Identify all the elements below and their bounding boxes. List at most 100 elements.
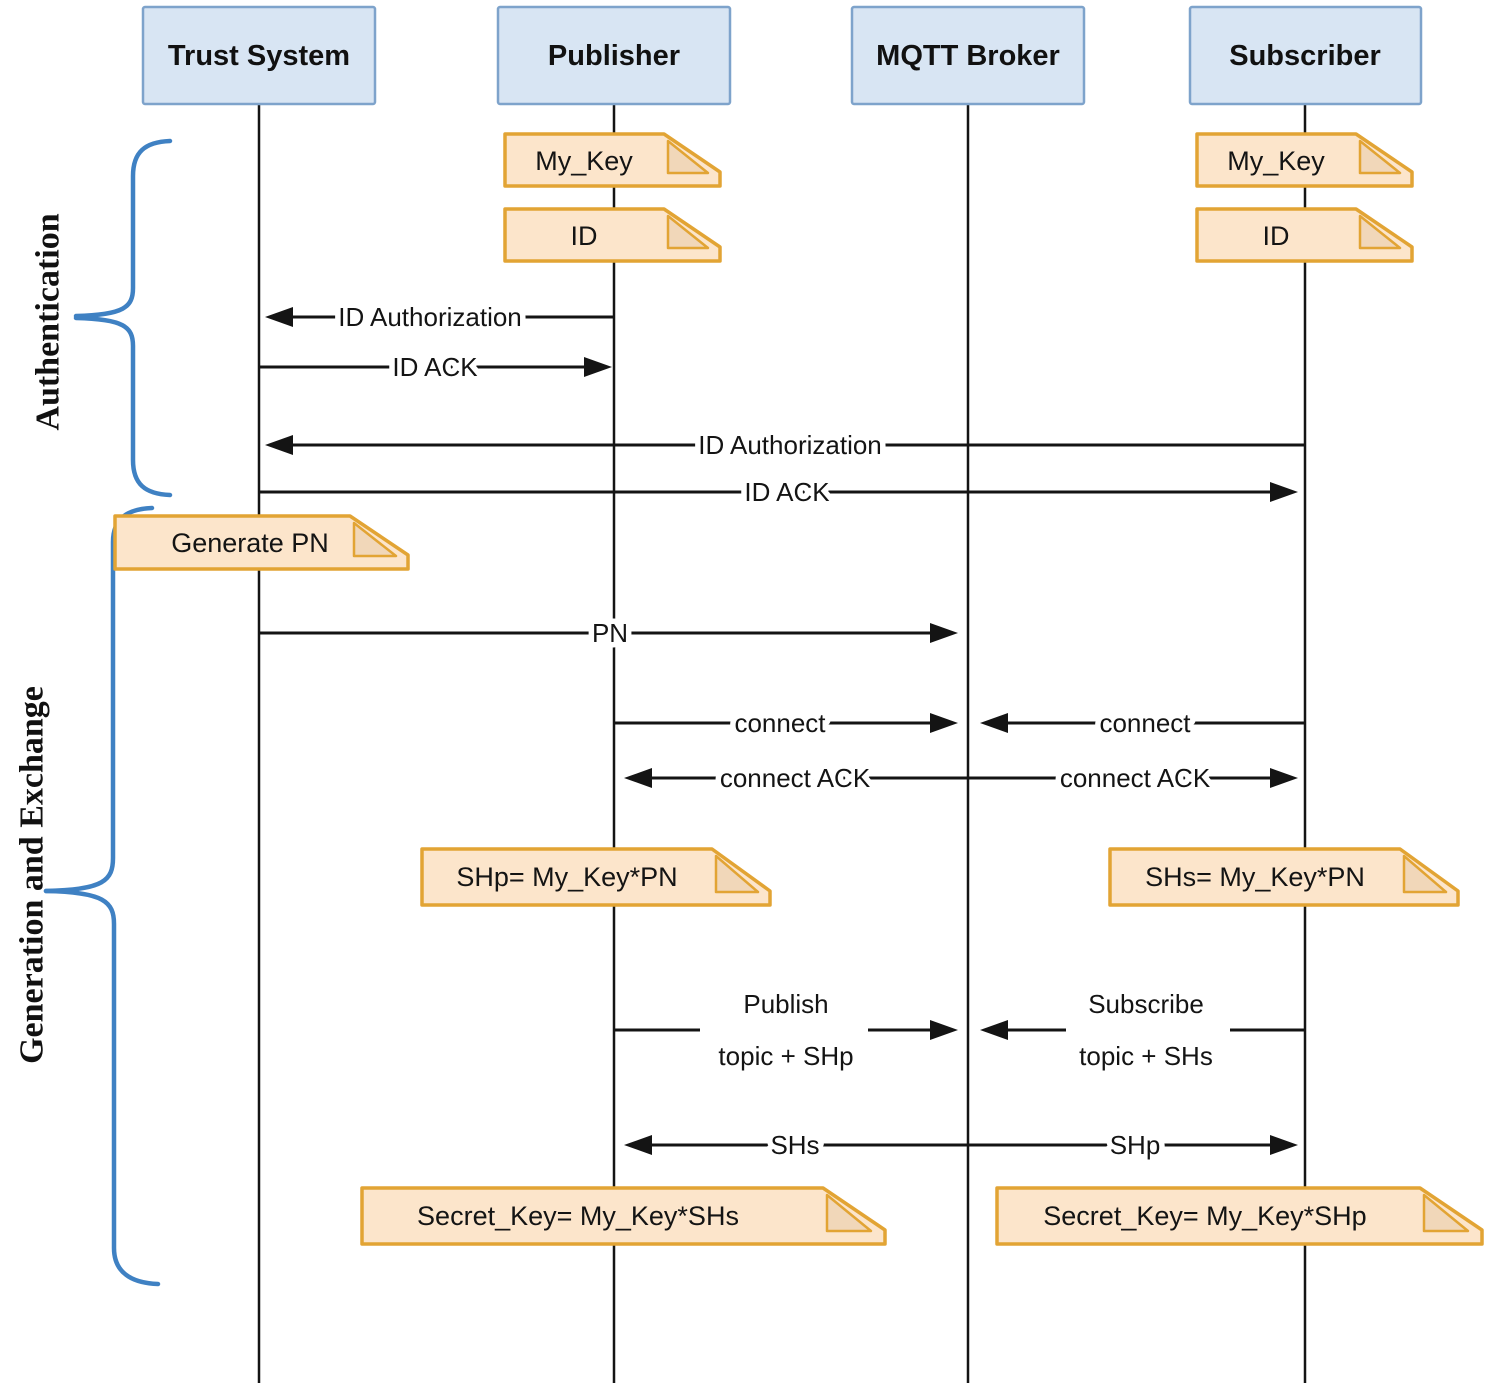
message-label: ID Authorization [698,430,882,460]
note-shp-publisher: SHp= My_Key*PN [420,847,772,907]
message-connect-ack-subscriber: connect ACK [968,758,1298,799]
message-shs: SHs [624,1125,968,1166]
note-fold-corner [352,521,398,558]
note-label: Secret_Key= My_Key*SHs [417,1201,739,1231]
note-secret-key-publisher: Secret_Key= My_Key*SHs [360,1186,887,1246]
note-body [995,1186,1484,1246]
note-label: My_Key [535,146,633,176]
actor-publisher: Publisher [496,5,732,106]
actor-label: Subscriber [1229,40,1381,72]
note-label: Generate PN [171,528,329,558]
note-id-subscriber: ID [1195,207,1414,263]
sections: Authentication Generation and Exchange [14,138,173,1287]
actor-box [850,5,1086,106]
message-label: connect ACK [1060,763,1211,793]
note-body [1195,132,1414,188]
actors: Trust System Publisher MQTT Broker Subsc… [141,5,1423,106]
message-shp: SHp [968,1125,1298,1166]
generation-brace-bottom [43,888,161,1287]
note-label: Secret_Key= My_Key*SHp [1043,1201,1366,1231]
note-secret-key-subscriber: Secret_Key= My_Key*SHp [995,1186,1484,1246]
authentication-brace-bottom [73,315,173,498]
actor-box [1188,5,1423,106]
note-body [360,1186,887,1246]
actor-mqtt-broker: MQTT Broker [850,5,1086,106]
section-label-authentication: Authentication [30,213,67,430]
message-label: connect ACK [720,763,871,793]
message-connect-publisher: connect [614,703,958,744]
arrowhead-right [930,713,958,733]
message-label-line2: topic + SHp [718,1041,853,1071]
note-fold-corner [666,214,710,250]
note-label: ID [1263,221,1290,251]
message-connect-ack-publisher: connect ACK [624,758,968,799]
message-label: ID ACK [392,352,478,382]
note-my-key-publisher: My_Key [503,132,722,188]
actor-label: Trust System [168,40,350,72]
note-label: My_Key [1227,146,1325,176]
message-subscribe: Subscribe topic + SHs [980,984,1305,1077]
message-pn: PN [259,613,958,654]
actor-trust-system: Trust System [141,5,377,106]
messages: ID Authorization ID ACK ID Authorization… [259,297,1305,1166]
note-shs-subscriber: SHs= My_Key*PN [1108,847,1460,907]
note-fold-corner [1358,139,1402,175]
actor-label: Publisher [548,40,680,72]
authentication-brace-top [73,138,173,319]
arrowhead-right [930,1020,958,1040]
note-body [1108,847,1460,907]
message-connect-subscriber: connect [980,703,1305,744]
arrowhead-right [1270,1135,1298,1155]
arrowhead-left [265,307,293,327]
note-label: SHp= My_Key*PN [456,862,677,892]
section-label-generation-and-exchange: Generation and Exchange [14,686,51,1064]
note-fold-corner [714,854,760,894]
note-fold-corner [1402,854,1448,894]
arrowhead-left [624,1135,652,1155]
note-body [503,207,722,263]
note-generate-pn: Generate PN [113,514,410,571]
message-label: connect [1099,708,1191,738]
note-fold-corner [825,1193,873,1233]
note-my-key-subscriber: My_Key [1195,132,1414,188]
note-fold-corner [1358,214,1402,250]
message-label: ID ACK [744,477,830,507]
note-label: ID [571,221,598,251]
arrowhead-left [980,713,1008,733]
arrowhead-left [265,435,293,455]
message-label-line1: Publish [743,989,828,1019]
note-id-publisher: ID [503,207,722,263]
message-id-authorization-subscriber: ID Authorization [265,425,1305,466]
message-label: PN [592,618,628,648]
generation-brace-top [43,505,155,894]
note-body [420,847,772,907]
note-fold-corner [666,139,710,175]
note-body [113,514,410,571]
message-label: SHs [770,1130,819,1160]
message-label: SHp [1110,1130,1161,1160]
note-body [1195,207,1414,263]
message-label-line1: Subscribe [1088,989,1204,1019]
message-label: ID Authorization [338,302,522,332]
message-id-authorization-publisher: ID Authorization [265,297,614,338]
actor-box [141,5,377,106]
message-label: connect [734,708,826,738]
actor-subscriber: Subscriber [1188,5,1423,106]
arrowhead-right [930,623,958,643]
message-label-line2: topic + SHs [1079,1041,1213,1071]
notes: My_Key ID My_Key ID Generate PN SHp= My_… [113,132,1484,1246]
actor-box [496,5,732,106]
note-fold-corner [1422,1193,1470,1233]
message-publish: Publish topic + SHp [614,984,958,1077]
arrowhead-right [1270,482,1298,502]
arrowhead-right [584,357,612,377]
arrowhead-left [624,768,652,788]
message-id-ack-publisher: ID ACK [259,347,612,388]
note-body [503,132,722,188]
arrowhead-left [980,1020,1008,1040]
arrowhead-right [1270,768,1298,788]
message-id-ack-subscriber: ID ACK [259,472,1298,513]
actor-label: MQTT Broker [876,40,1060,72]
